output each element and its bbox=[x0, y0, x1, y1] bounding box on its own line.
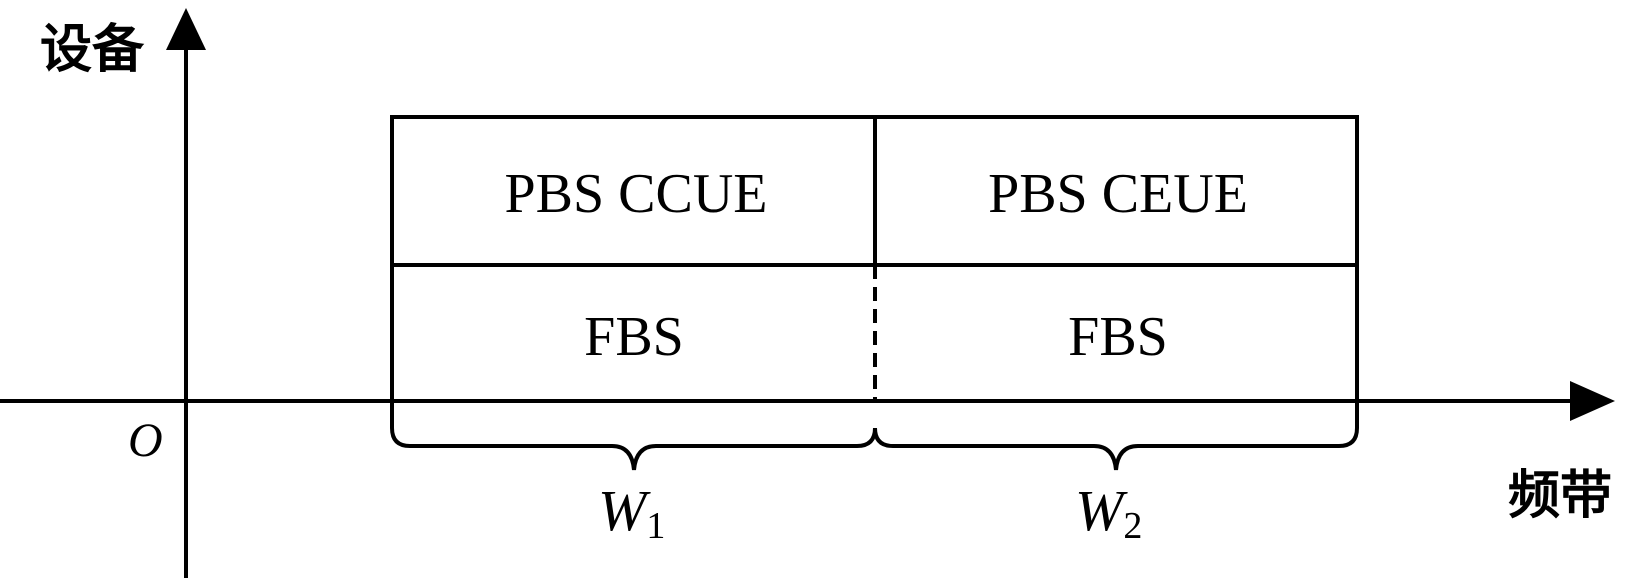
cell-bottom-left: FBS bbox=[584, 306, 684, 368]
cell-bottom-right: FBS bbox=[1068, 306, 1168, 368]
x-axis-arrowhead bbox=[1570, 381, 1615, 421]
band-label-1: W1 bbox=[598, 478, 665, 547]
cell-top-right: PBS CEUE bbox=[988, 163, 1248, 225]
band-1-subscript: 1 bbox=[646, 505, 665, 547]
y-axis-arrowhead bbox=[166, 8, 206, 50]
brace-band-2 bbox=[873, 401, 1359, 471]
band-2-symbol: W bbox=[1075, 478, 1128, 543]
band-label-2: W2 bbox=[1075, 478, 1142, 547]
band-2-subscript: 2 bbox=[1123, 505, 1142, 547]
cell-top-left: PBS CCUE bbox=[505, 163, 768, 225]
x-axis-label: 频带 bbox=[1508, 465, 1612, 526]
y-axis-label: 设备 bbox=[40, 19, 145, 80]
band-1-symbol: W bbox=[598, 478, 651, 543]
brace-band-1 bbox=[390, 401, 877, 471]
origin-label: O bbox=[128, 414, 163, 467]
